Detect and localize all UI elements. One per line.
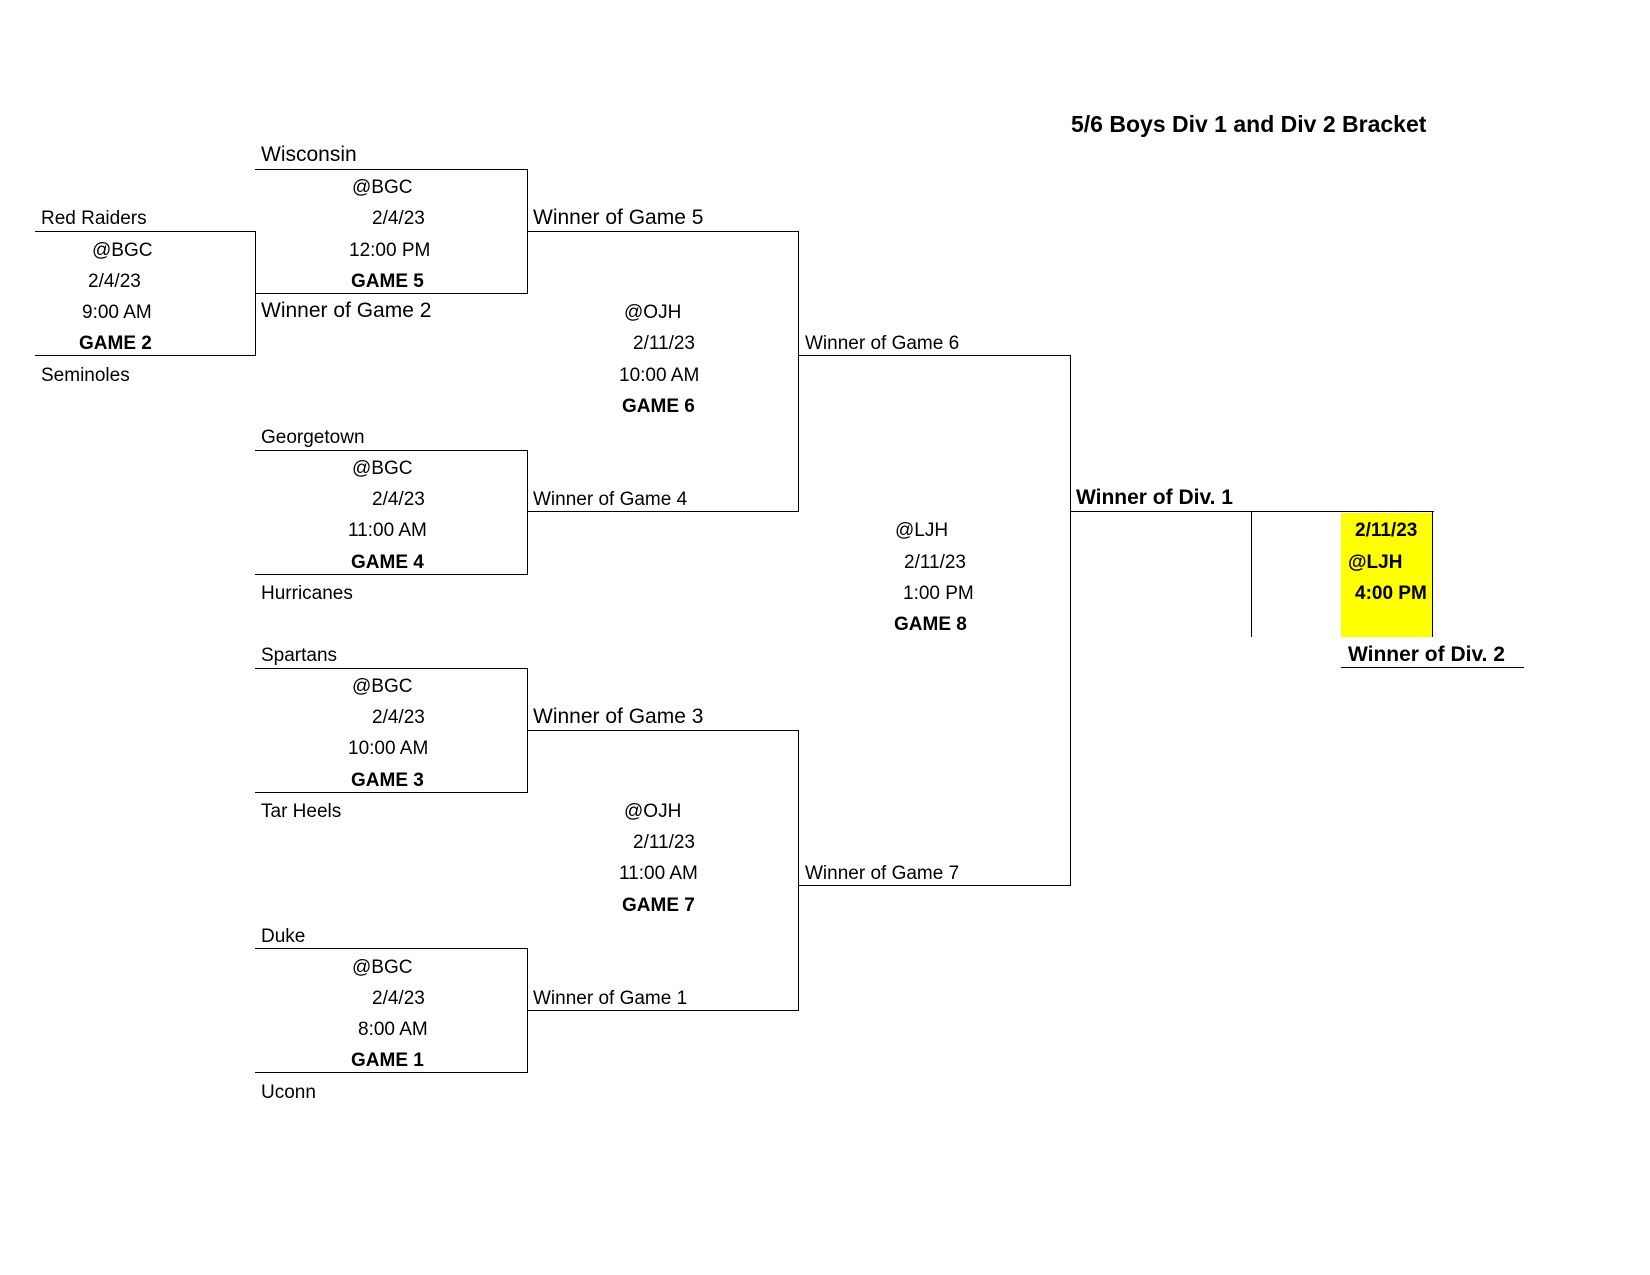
- team-winner-game-3: Winner of Game 3: [533, 705, 704, 728]
- game-5-label: GAME 5: [351, 271, 424, 292]
- game-6-time: 10:00 AM: [619, 365, 700, 386]
- game-3-date: 2/4/23: [372, 707, 425, 728]
- bracket-line-g7-vertical: [798, 730, 799, 1011]
- game-7-date: 2/11/23: [633, 832, 695, 853]
- final-highlight-box: [1341, 513, 1433, 637]
- team-tar-heels: Tar Heels: [261, 801, 342, 822]
- bracket-line-g1-bottom: [255, 1072, 528, 1073]
- team-winner-game-6: Winner of Game 6: [805, 333, 960, 354]
- game-5-date: 2/4/23: [372, 208, 425, 229]
- game-2-venue: @BGC: [92, 240, 153, 261]
- bracket-line-final-top: [1070, 511, 1434, 512]
- game-1-label: GAME 1: [351, 1050, 424, 1071]
- bracket-line-g4-top: [255, 450, 528, 451]
- team-spartans: Spartans: [261, 645, 338, 666]
- game-8-venue: @LJH: [895, 520, 949, 541]
- team-hurricanes: Hurricanes: [261, 583, 353, 604]
- bracket-title: 5/6 Boys Div 1 and Div 2 Bracket: [1071, 111, 1427, 137]
- game-1-venue: @BGC: [352, 957, 413, 978]
- team-uconn: Uconn: [261, 1082, 316, 1103]
- bracket-line-g2-top: [35, 231, 256, 232]
- bracket-line-final-divider: [1251, 511, 1252, 637]
- team-winner-game-5: Winner of Game 5: [533, 206, 704, 229]
- bracket-line-g6-top: [527, 231, 799, 232]
- team-wisconsin: Wisconsin: [261, 143, 357, 166]
- bracket-line-g2-bottom: [35, 355, 256, 356]
- team-duke: Duke: [261, 926, 306, 947]
- game-7-time: 11:00 AM: [619, 863, 698, 884]
- bracket-line-final-vertical: [1432, 511, 1433, 637]
- bracket-line-g8-vertical: [1070, 355, 1071, 886]
- game-2-date: 2/4/23: [88, 271, 141, 292]
- game-4-time: 11:00 AM: [348, 520, 427, 541]
- bracket-line-g5-bottom: [255, 293, 528, 294]
- bracket-line-g6-bottom: [527, 511, 799, 512]
- bracket-line-g3-bottom: [255, 792, 528, 793]
- game-7-venue: @OJH: [624, 801, 682, 822]
- bracket-line-g6-vertical: [798, 231, 799, 512]
- bracket-line-g7-bottom: [527, 1010, 799, 1011]
- bracket-line-g1-top: [255, 948, 528, 949]
- game-4-venue: @BGC: [352, 458, 413, 479]
- game-1-time: 8:00 AM: [358, 1019, 428, 1040]
- team-winner-div-2: Winner of Div. 2: [1348, 643, 1505, 666]
- final-time: 4:00 PM: [1355, 583, 1427, 604]
- team-georgetown: Georgetown: [261, 427, 365, 448]
- bracket-line-g4-vertical: [527, 450, 528, 575]
- bracket-line-g4-bottom: [255, 574, 528, 575]
- team-winner-game-2: Winner of Game 2: [261, 299, 432, 322]
- team-seminoles: Seminoles: [41, 365, 130, 386]
- game-8-date: 2/11/23: [904, 552, 966, 573]
- bracket-line-g3-top: [255, 668, 528, 669]
- bracket-line-g8-top: [798, 355, 1071, 356]
- game-4-date: 2/4/23: [372, 489, 425, 510]
- game-8-label: GAME 8: [894, 614, 967, 635]
- game-3-venue: @BGC: [352, 676, 413, 697]
- game-5-time: 12:00 PM: [349, 240, 431, 261]
- team-winner-div-1: Winner of Div. 1: [1076, 486, 1233, 509]
- game-4-label: GAME 4: [351, 552, 424, 573]
- team-winner-game-4: Winner of Game 4: [533, 489, 688, 510]
- team-red-raiders: Red Raiders: [41, 208, 147, 229]
- game-3-label: GAME 3: [351, 770, 424, 791]
- game-2-label: GAME 2: [79, 333, 152, 354]
- bracket-line-final-bottom: [1341, 667, 1524, 668]
- bracket-line-g5-top: [255, 169, 528, 170]
- final-venue: @LJH: [1348, 552, 1403, 573]
- team-winner-game-7: Winner of Game 7: [805, 863, 960, 884]
- final-date: 2/11/23: [1355, 520, 1418, 541]
- team-winner-game-1: Winner of Game 1: [533, 988, 688, 1009]
- game-1-date: 2/4/23: [372, 988, 425, 1009]
- game-8-time: 1:00 PM: [903, 583, 974, 604]
- bracket-line-g8-bottom: [798, 885, 1071, 886]
- game-3-time: 10:00 AM: [348, 738, 429, 759]
- game-6-label: GAME 6: [622, 396, 695, 417]
- game-2-time: 9:00 AM: [82, 302, 152, 323]
- bracket-line-g7-top: [527, 730, 799, 731]
- game-6-date: 2/11/23: [633, 333, 695, 354]
- game-5-venue: @BGC: [352, 177, 413, 198]
- game-6-venue: @OJH: [624, 302, 682, 323]
- game-7-label: GAME 7: [622, 895, 695, 916]
